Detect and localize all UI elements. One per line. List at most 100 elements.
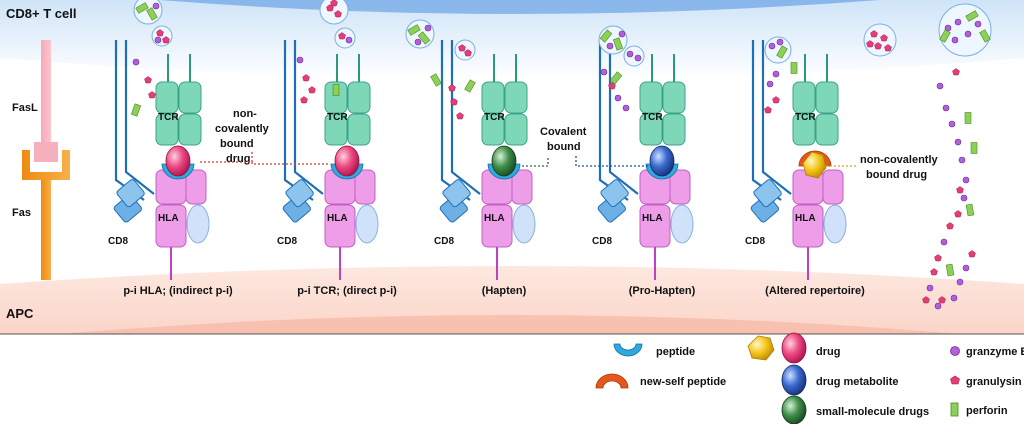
granulysin-icon bbox=[450, 98, 458, 106]
granzyme-b-icon bbox=[950, 294, 958, 302]
legend-granzyme-label: granzyme B bbox=[966, 346, 1024, 358]
granulysin-icon bbox=[144, 76, 152, 84]
fasl-fas-complex: FasL Fas bbox=[12, 40, 70, 280]
cd8-label: CD8 bbox=[108, 236, 128, 247]
tcr-domain bbox=[639, 81, 663, 114]
tcr-domain bbox=[792, 81, 816, 114]
granule-vesicle bbox=[454, 39, 476, 61]
granulysin-icon bbox=[772, 96, 780, 104]
hla-label: HLA bbox=[484, 213, 505, 224]
t-cell-membrane bbox=[0, 0, 1024, 79]
annotation-line: bound bbox=[547, 141, 581, 153]
cd8-domain bbox=[753, 179, 782, 208]
tcr-domain bbox=[155, 113, 179, 146]
granzyme-b-icon bbox=[132, 58, 140, 66]
granzyme-b-icon bbox=[964, 30, 972, 38]
granzyme-b-icon bbox=[954, 138, 962, 146]
annotation-line: bound bbox=[220, 138, 254, 150]
granulysin-icon bbox=[156, 29, 164, 37]
granulysin-icon bbox=[334, 10, 342, 18]
granzyme-b-icon bbox=[634, 54, 642, 62]
perforin-icon bbox=[950, 402, 959, 417]
cd8-stem bbox=[761, 40, 792, 195]
hla-label: HLA bbox=[158, 213, 179, 224]
granzyme-b-icon bbox=[766, 80, 774, 88]
perforin-icon bbox=[464, 79, 476, 93]
granulysin-icon bbox=[464, 49, 472, 57]
tcr-domain bbox=[324, 81, 348, 114]
granule-vesicle bbox=[623, 45, 645, 67]
pink-drug-icon bbox=[781, 332, 807, 364]
granulysin-icon bbox=[162, 36, 170, 44]
perforin-icon bbox=[612, 37, 624, 51]
granule-vesicle bbox=[319, 0, 349, 25]
small-molecule-drug-icon bbox=[781, 395, 807, 425]
hla-domain bbox=[324, 204, 356, 248]
t-cell-label: CD8+ T cell bbox=[6, 6, 76, 21]
hla-domain bbox=[155, 204, 187, 248]
annotation-covalent: Covalent bound bbox=[522, 126, 652, 167]
granulysin-icon bbox=[456, 112, 464, 120]
granulysin-icon bbox=[148, 91, 156, 99]
legend-new-self-peptide-label: new-self peptide bbox=[640, 376, 726, 388]
drug-pink-icon bbox=[334, 145, 360, 177]
perforin-icon bbox=[790, 62, 798, 74]
granzyme-b-icon bbox=[626, 50, 634, 58]
granulysin-icon bbox=[922, 296, 930, 304]
hla-domain bbox=[185, 169, 207, 205]
legend-perforin-label: perforin bbox=[966, 405, 1008, 417]
cd8-label: CD8 bbox=[434, 236, 454, 247]
tcr-domain bbox=[815, 113, 839, 146]
granzyme-b-icon bbox=[600, 68, 608, 76]
hla-domain bbox=[354, 169, 376, 205]
drug-metabolite-icon bbox=[781, 364, 807, 396]
beta2m-domain bbox=[670, 204, 694, 244]
granulysin-icon bbox=[608, 82, 616, 90]
tcr-label: TCR bbox=[484, 112, 505, 123]
hla-label: HLA bbox=[642, 213, 663, 224]
dotted-connector bbox=[200, 161, 330, 165]
granulysin-icon bbox=[968, 250, 976, 258]
granulysin-icon bbox=[952, 68, 960, 76]
perforin-icon bbox=[970, 142, 978, 154]
beta2m-domain bbox=[355, 204, 379, 244]
dotted-connector bbox=[522, 156, 549, 167]
tcr-label: TCR bbox=[327, 112, 348, 123]
cd8-stem bbox=[293, 40, 324, 195]
panel-caption: p-i HLA; (indirect p-i) bbox=[123, 285, 233, 297]
granulysin-icon bbox=[880, 34, 888, 42]
cd8-stem bbox=[124, 40, 155, 195]
perforin-icon bbox=[135, 2, 149, 14]
hla-domain bbox=[792, 204, 824, 248]
drug-pink-icon bbox=[165, 145, 191, 177]
hla-domain bbox=[669, 169, 691, 205]
perforin-icon bbox=[964, 112, 972, 124]
fas-label: Fas bbox=[12, 207, 31, 219]
granzyme-b-icon bbox=[772, 70, 780, 78]
hla-domain bbox=[822, 169, 844, 205]
granulysin-icon bbox=[884, 44, 892, 52]
perforin-icon bbox=[599, 29, 613, 43]
tcr-domain bbox=[792, 113, 816, 146]
tcr-domain bbox=[481, 81, 505, 114]
granzyme-b-icon bbox=[424, 24, 432, 32]
perforin-icon bbox=[430, 73, 442, 87]
tcr-domain bbox=[662, 113, 686, 146]
granzyme-b-icon bbox=[414, 38, 422, 46]
annotation-noncovalent-left: non- covalently bound drug bbox=[200, 108, 330, 165]
granulysin-icon bbox=[954, 210, 962, 218]
granulysin-icon bbox=[934, 254, 942, 262]
panel-caption: (Pro-Hapten) bbox=[629, 285, 696, 297]
granulysin-icon bbox=[950, 375, 960, 385]
cd8-domain bbox=[116, 179, 145, 208]
granulysin-icon bbox=[302, 74, 310, 82]
granulysin-icon bbox=[338, 32, 346, 40]
granzyme-b-icon bbox=[934, 302, 942, 310]
perforin-icon bbox=[332, 84, 340, 96]
granulysin-icon bbox=[938, 296, 946, 304]
